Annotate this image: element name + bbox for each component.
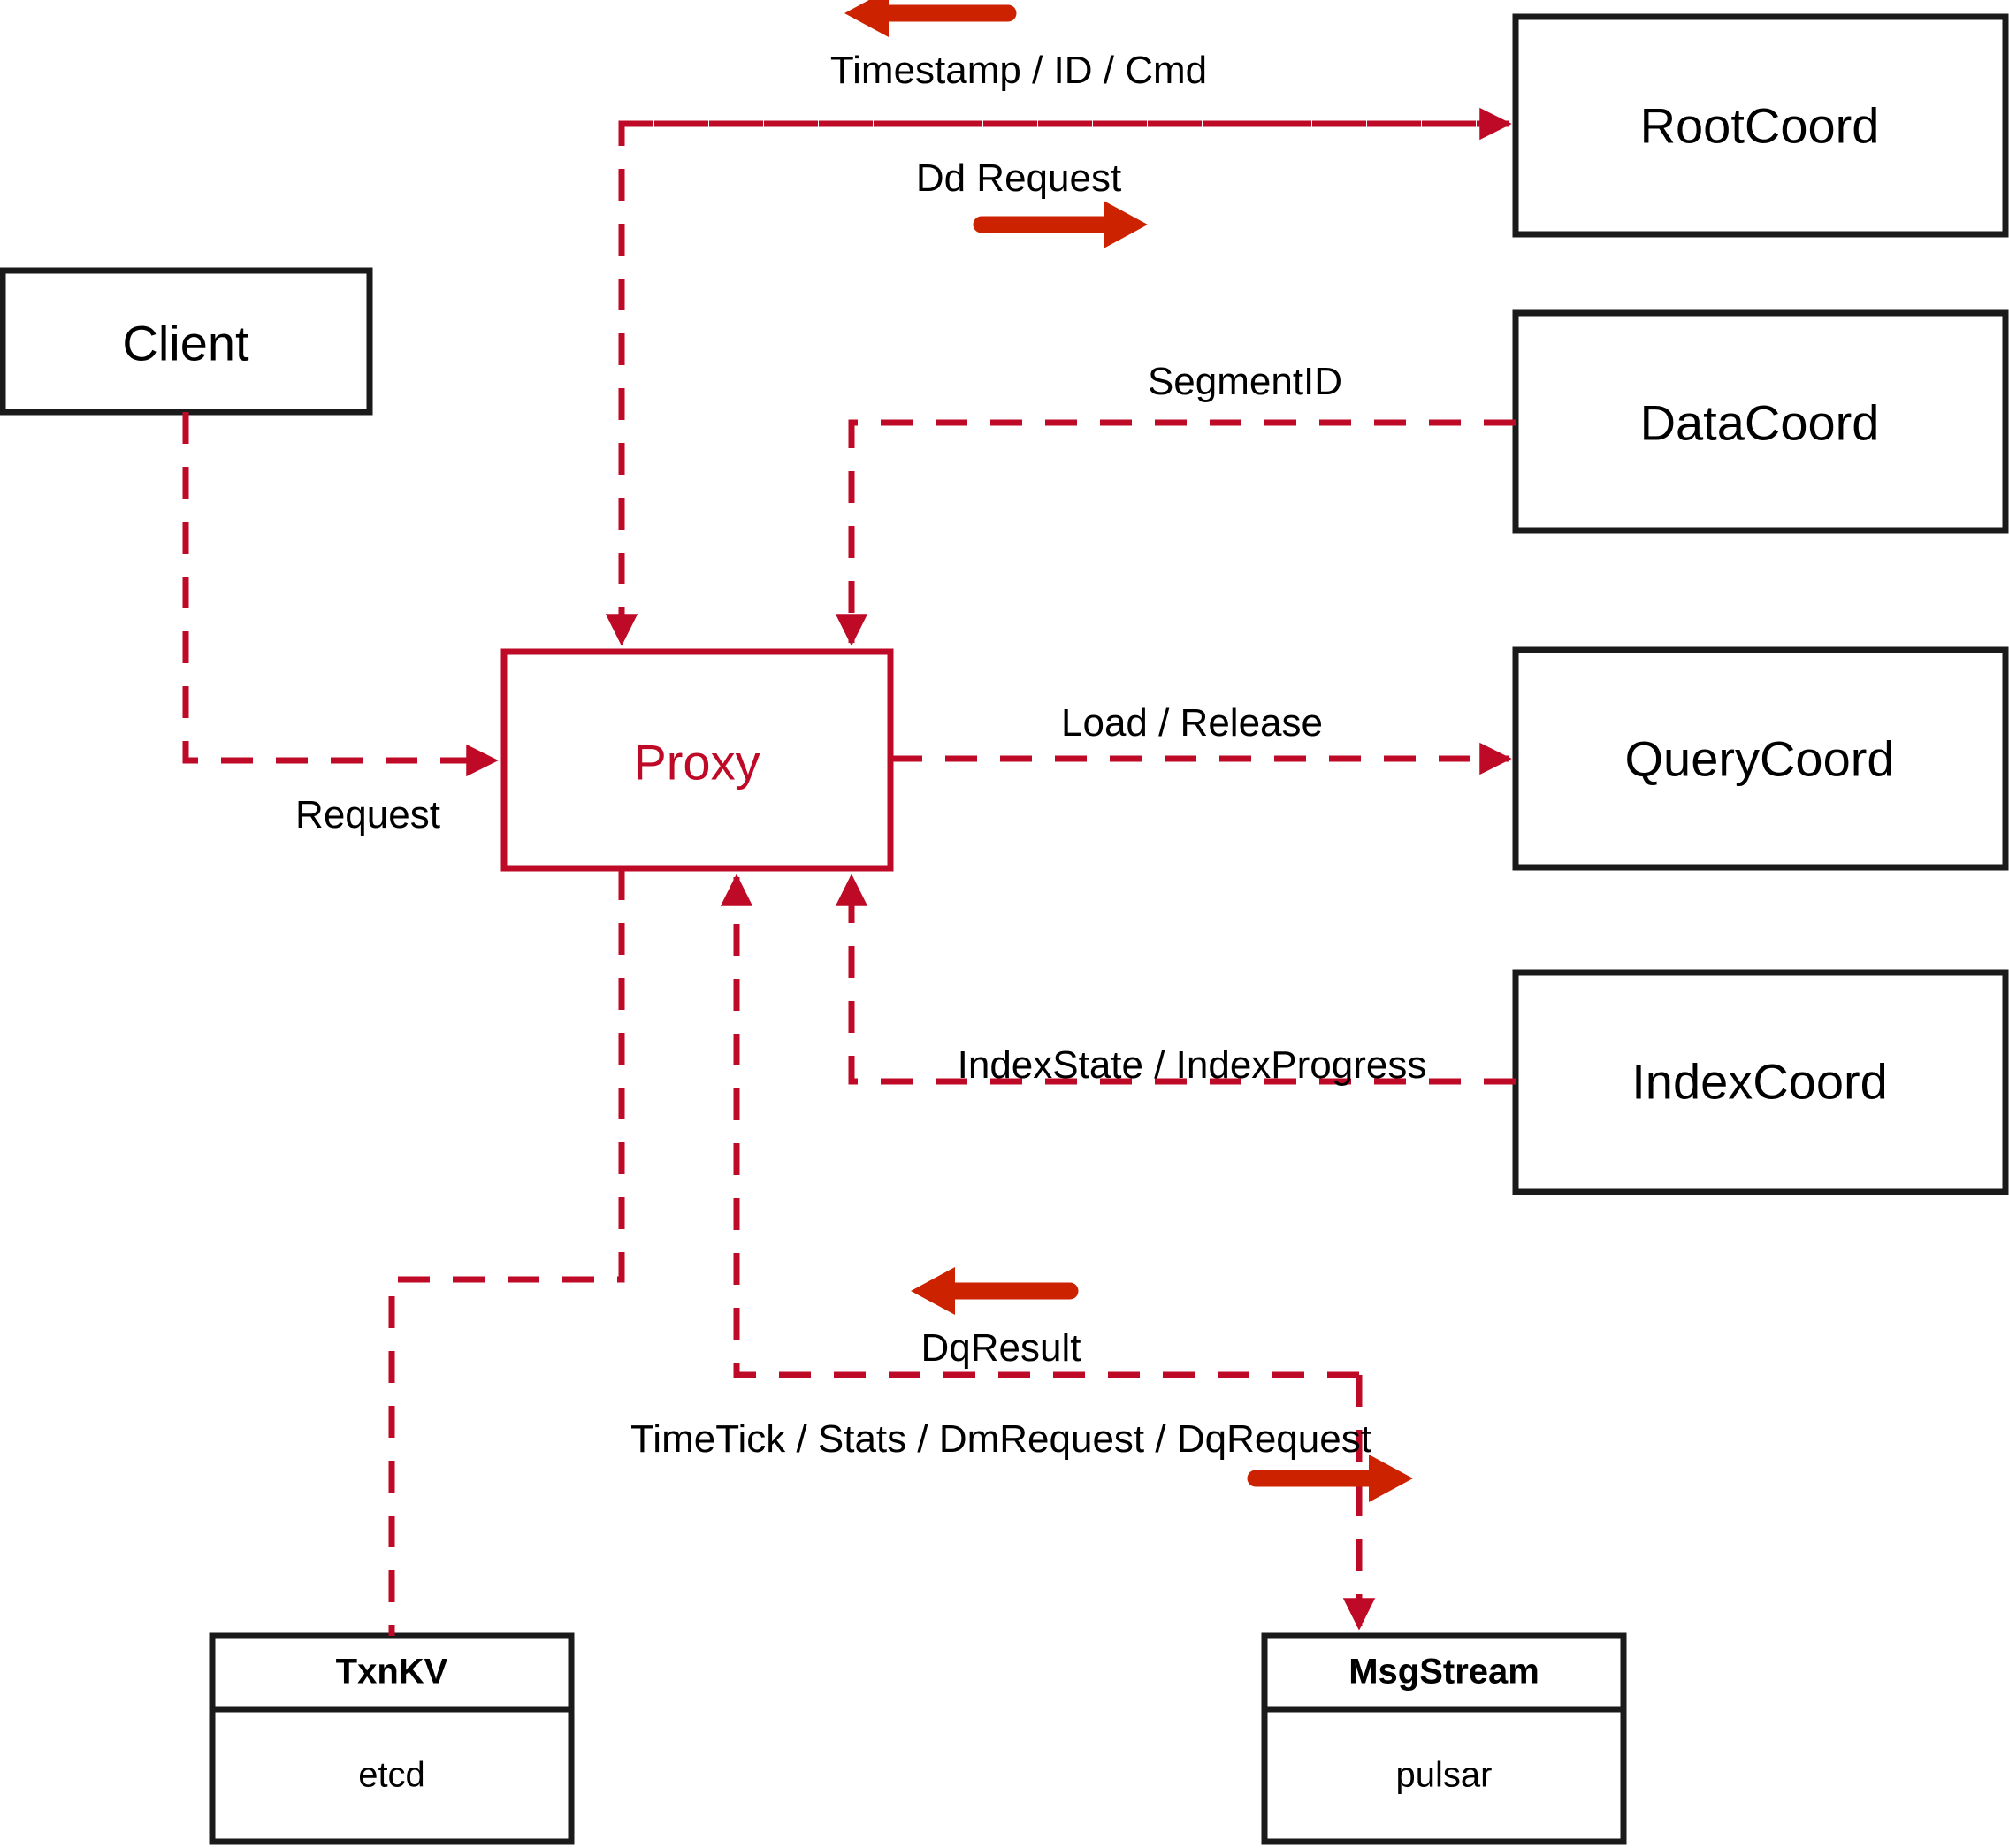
timetick-arrow-icon xyxy=(1247,1455,1413,1502)
node-box-client[interactable] xyxy=(0,267,373,416)
node-label-msgstream-title: MsgStream xyxy=(1348,1652,1539,1691)
edge-indexcoord-to-proxy xyxy=(835,874,1516,1085)
node-label-txnkv-title: TxnKV xyxy=(335,1652,448,1691)
edge-label-index-state-progress: IndexState / IndexProgress xyxy=(957,1043,1427,1087)
edge-client-to-proxy xyxy=(182,412,499,777)
edge-datacoord-to-proxy xyxy=(835,419,1516,646)
edge-proxy-to-txnkv xyxy=(388,868,625,1636)
edge-label-request: Request xyxy=(295,793,440,836)
edge-label-dd-request: Dd Request xyxy=(915,157,1122,200)
node-label-indexcoord: IndexCoord xyxy=(1631,1053,1888,1110)
timestamp-arrow-icon xyxy=(844,0,1017,37)
node-label-txnkv-sub: etcd xyxy=(358,1755,425,1795)
node-box-indexcoord[interactable] xyxy=(1512,969,2009,1195)
node-box-proxy[interactable] xyxy=(500,648,894,872)
edge-msgstream-to-proxy xyxy=(720,874,1359,1378)
node-box-querycoord[interactable] xyxy=(1512,646,2009,871)
node-box-datacoord[interactable] xyxy=(1512,309,2009,534)
node-label-datacoord: DataCoord xyxy=(1639,394,1880,451)
node-label-client: Client xyxy=(122,315,249,371)
edge-rootcoord-to-proxy xyxy=(605,120,1509,646)
edge-label-load-release: Load / Release xyxy=(1061,701,1323,745)
dd-request-arrow-icon xyxy=(973,201,1148,248)
dqresult-arrow-icon xyxy=(911,1267,1079,1315)
node-label-msgstream-sub: pulsar xyxy=(1395,1755,1493,1795)
node-box-txnkv[interactable] xyxy=(209,1632,575,1845)
edge-label-segment-id: SegmentID xyxy=(1147,360,1343,403)
edge-label-dqresult: DqResult xyxy=(920,1326,1081,1370)
node-box-rootcoord[interactable] xyxy=(1512,13,2009,238)
node-label-proxy: Proxy xyxy=(633,734,760,790)
node-label-querycoord: QueryCoord xyxy=(1624,730,1895,787)
node-label-rootcoord: RootCoord xyxy=(1639,97,1880,154)
edge-label-timestamp-id-cmd: Timestamp / ID / Cmd xyxy=(829,49,1208,92)
node-box-msgstream[interactable] xyxy=(1261,1632,1627,1845)
edge-label-timetick-stats: TimeTick / Stats / DmRequest / DqRequest xyxy=(630,1417,1371,1461)
